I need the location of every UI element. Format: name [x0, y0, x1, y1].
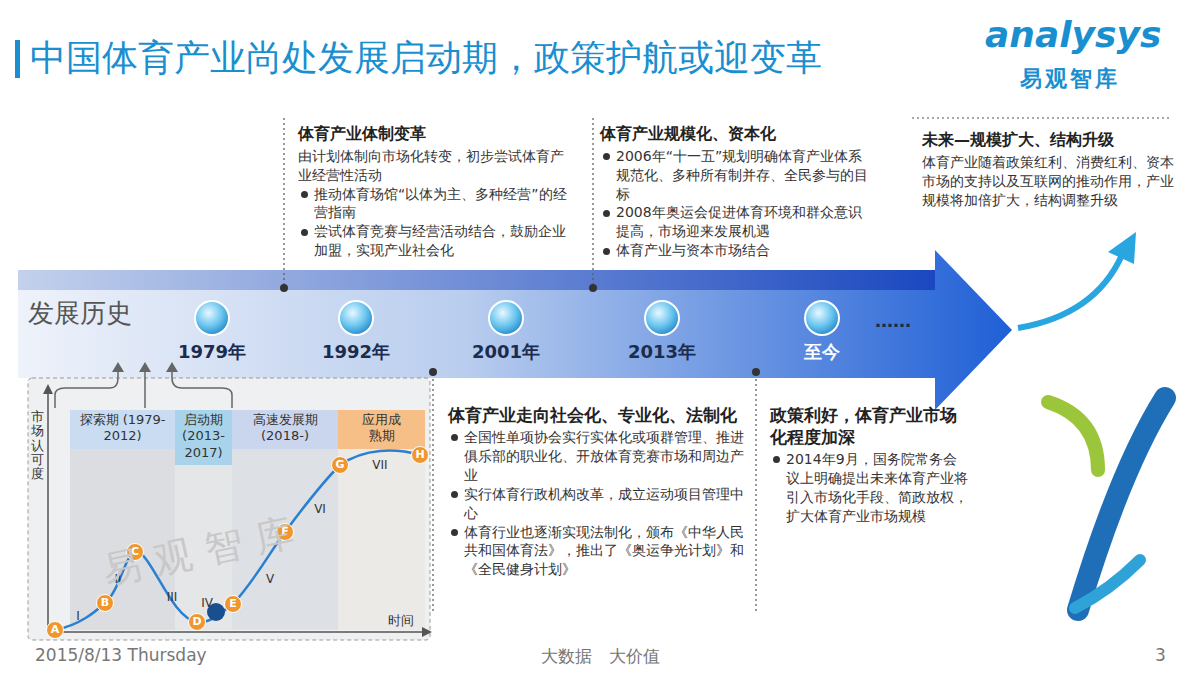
- adoption-curve: [55, 451, 420, 630]
- text-block: 体育产业规模化、资本化2006年“十一五”规划明确体育产业体系规范化、多种所有制…: [600, 124, 868, 260]
- phase-name: 应用成熟期: [360, 412, 404, 445]
- year-label: 至今: [804, 340, 840, 364]
- phase-band: 高速发展期 (2018-): [232, 410, 338, 449]
- bullet-dot: [451, 434, 458, 441]
- bracket-heads: [112, 362, 178, 372]
- block-body: 由计划体制向市场化转变，初步尝试体育产业经营性活动: [298, 147, 570, 185]
- phase-name: 探索期 (1979-2012): [72, 412, 173, 445]
- bracket-arrows: [55, 370, 232, 408]
- bullet-item: 推动体育场馆“以体为主、多种经营”的经营指南: [298, 185, 570, 223]
- future-arrow: [1018, 255, 1122, 328]
- chart-panel-ground: [28, 378, 430, 640]
- point-label: A: [46, 621, 64, 639]
- year-label: 2013年: [628, 340, 696, 364]
- block-body: 体育产业随着政策红利、消费红利、资本市场的支持以及互联网的推动作用，产业规模将加…: [922, 153, 1174, 210]
- bullet-item: 2014年9月，国务院常务会议上明确提出未来体育产业将引入市场化手段、简政放权，…: [770, 450, 968, 526]
- footer-slogan: 大数据 大价值: [541, 645, 660, 668]
- stage-number: V: [266, 572, 274, 586]
- phase-name: 高速发展期 (2018-): [234, 412, 336, 445]
- logo-figure: [1048, 398, 1165, 610]
- stage-number: IV: [201, 596, 213, 610]
- block-heading: 体育产业体制变革: [298, 124, 570, 145]
- year-label: 1992年: [322, 340, 390, 364]
- bullet-dot: [451, 529, 458, 536]
- bullet-dot: [603, 210, 610, 217]
- stage-number: III: [167, 590, 178, 604]
- stage-number: VII: [372, 458, 387, 472]
- point-label: B: [96, 594, 114, 612]
- bullet-item: 尝试体育竞赛与经营活动结合，鼓励企业加盟，实现产业社会化: [298, 222, 570, 260]
- phase-name: 启动期 (2013-2017): [177, 412, 230, 461]
- bullet-item: 体育产业与资本市场结合: [600, 241, 868, 260]
- bullet-item: 2008年奥运会促进体育环境和群众意识提高，市场迎来发展机遇: [600, 203, 868, 241]
- bullet-dot: [301, 229, 308, 236]
- logo-word: analysys: [985, 14, 1161, 55]
- bullet-item: 2006年“十一五”规划明确体育产业体系规范化、多种所有制并存、全民参与的目标: [600, 147, 868, 204]
- block-heading: 未来—规模扩大、结构升级: [922, 130, 1174, 151]
- axis-label: 时间: [388, 612, 414, 630]
- point-label: D: [188, 613, 206, 631]
- timeline-label: 发展历史: [28, 296, 132, 331]
- point-label: H: [411, 446, 429, 464]
- logo-name: 易观智库: [1020, 64, 1120, 94]
- text-block: 政策利好，体育产业市场化程度加深2014年9月，国务院常务会议上明确提出未来体育…: [770, 404, 968, 526]
- text-block: 体育产业走向社会化、专业化、法制化全国性单项协会实行实体化或项群管理、推进俱乐部…: [448, 404, 746, 579]
- ellipsis: ……: [875, 310, 911, 331]
- bullet-dot: [773, 456, 780, 463]
- leader-dots: [280, 284, 760, 376]
- bullet-item: 全国性单项协会实行实体化或项群管理、推进俱乐部的职业化、开放体育竞赛市场和周边产…: [448, 428, 746, 485]
- text-block: 未来—规模扩大、结构升级体育产业随着政策红利、消费红利、资本市场的支持以及互联网…: [922, 130, 1174, 209]
- stage-number: I: [76, 609, 80, 623]
- block-heading: 政策利好，体育产业市场化程度加深: [770, 404, 968, 448]
- block-heading: 体育产业规模化、资本化: [600, 124, 868, 145]
- footer-date: 2015/8/13 Thursday: [35, 645, 207, 665]
- point-label: E: [224, 595, 242, 613]
- phase-band: 启动期 (2013-2017): [175, 410, 232, 465]
- bullet-dot: [603, 153, 610, 160]
- slide-title: 中国体育产业尚处发展启动期，政策护航或迎变革: [30, 34, 822, 83]
- title-bar: [15, 40, 20, 78]
- timeline-stripe: [18, 270, 935, 290]
- phase-band: 应用成熟期: [338, 410, 425, 449]
- stage-number: VI: [314, 502, 326, 516]
- bullet-dot: [603, 248, 610, 255]
- x-axis-head: [422, 627, 432, 637]
- point-label: G: [331, 456, 349, 474]
- bullet-item: 体育行业也逐渐实现法制化，颁布《中华人民共和国体育法》，推出了《奥运争光计划》和…: [448, 523, 746, 580]
- bullet-item: 实行体育行政机构改革，成立运动项目管理中心: [448, 485, 746, 523]
- block-heading: 体育产业走向社会化、专业化、法制化: [448, 404, 746, 426]
- phase-columns: [70, 445, 425, 630]
- timeline-balls: [195, 301, 839, 335]
- chart-axes: [48, 392, 424, 632]
- bullet-dot: [451, 491, 458, 498]
- year-label: 1979年: [178, 340, 246, 364]
- axis-label: 市场认可度: [31, 410, 44, 481]
- y-axis-head: [43, 384, 53, 394]
- text-block: 体育产业体制变革由计划体制向市场化转变，初步尝试体育产业经营性活动推动体育场馆“…: [298, 124, 570, 260]
- page-number: 3: [1155, 645, 1166, 665]
- future-arrowhead: [1108, 232, 1136, 264]
- phase-band: 探索期 (1979-2012): [70, 410, 175, 449]
- year-label: 2001年: [472, 340, 540, 364]
- bullet-dot: [301, 191, 308, 198]
